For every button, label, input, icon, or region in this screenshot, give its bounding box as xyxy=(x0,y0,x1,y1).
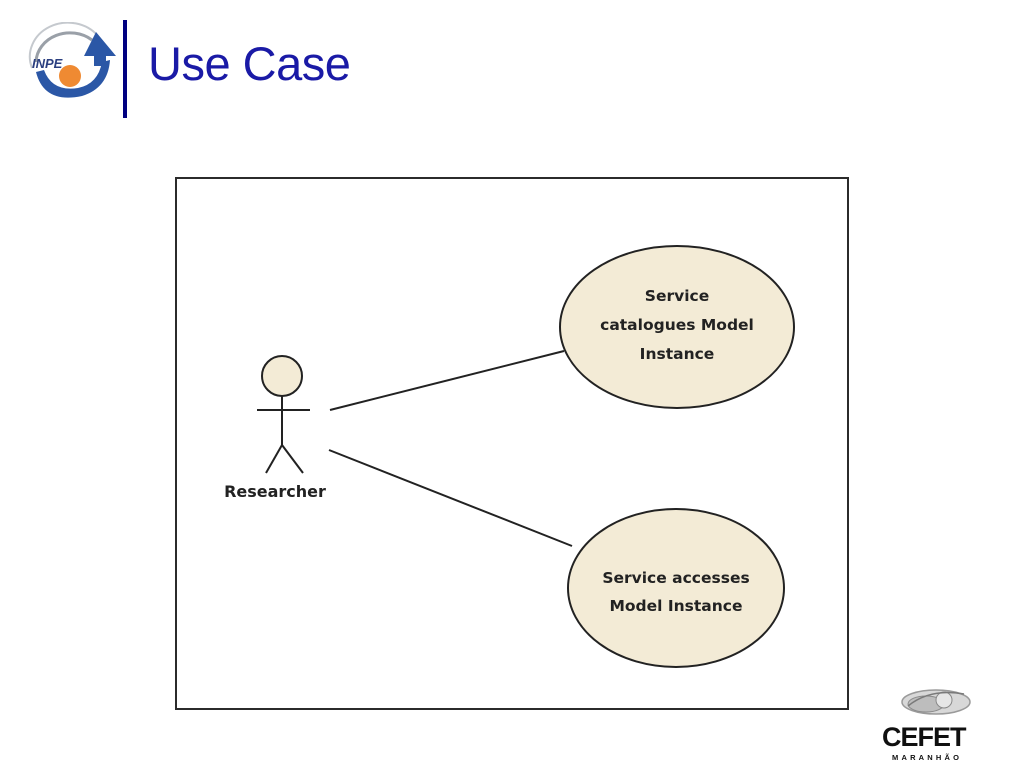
association-line-accesses xyxy=(328,449,573,547)
actor-head xyxy=(261,355,303,397)
use-case-ellipse xyxy=(559,245,795,409)
use-case-label-line: Service xyxy=(645,287,709,305)
inpe-logo-text: INPE xyxy=(32,56,63,71)
actor-label: Researcher xyxy=(224,482,326,501)
use-case-label-line: catalogues Model xyxy=(600,316,754,334)
association-line-catalogues xyxy=(329,350,565,411)
actor-researcher: Researcher xyxy=(224,355,326,501)
use-case-catalogues: Service catalogues Model Instance xyxy=(559,245,795,409)
use-case-diagram-canvas: Researcher Service catalogues Model Inst… xyxy=(224,245,795,668)
title-divider xyxy=(123,20,127,118)
cefet-emblem-icon xyxy=(901,689,971,715)
use-case-ellipse xyxy=(567,508,785,668)
slide-title: Use Case xyxy=(148,37,351,90)
use-case-label-line: Instance xyxy=(640,345,715,363)
use-case-diagram: Researcher Service catalogues Model Inst… xyxy=(175,177,849,710)
use-case-label-line: Service accesses xyxy=(602,569,749,587)
cefet-logo-subtitle: MARANHÃO xyxy=(892,753,962,762)
cefet-logo-text: CEFET xyxy=(882,722,967,752)
use-case-label-line: Model Instance xyxy=(609,597,742,615)
inpe-logo: INPE xyxy=(28,22,116,98)
use-case-accesses: Service accesses Model Instance xyxy=(567,508,785,668)
cefet-logo: CEFET MARANHÃO xyxy=(882,689,971,762)
